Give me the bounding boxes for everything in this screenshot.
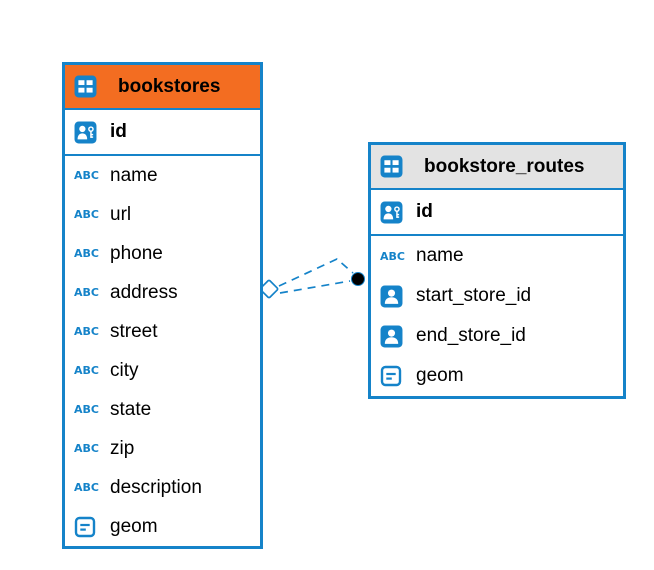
text-type-icon: ABC [74, 325, 99, 338]
column-label: id [416, 201, 433, 222]
column-label: city [110, 359, 139, 381]
column-row-name[interactable]: ABC name [65, 156, 260, 195]
foreign-key-icon [380, 325, 411, 348]
geometry-type-icon [74, 516, 105, 538]
foreign-key-icon [380, 285, 411, 308]
table-header-bookstores[interactable]: bookstores [65, 65, 260, 110]
column-label: zip [110, 437, 135, 459]
primary-key-icon [380, 201, 411, 224]
column-row-geom[interactable]: geom [371, 356, 623, 396]
column-label: description [110, 476, 202, 498]
text-type-icon: ABC [380, 249, 405, 263]
column-label: end_store_id [416, 325, 526, 346]
text-type-icon: ABC [74, 286, 99, 299]
relationship-dot-handle[interactable] [351, 272, 365, 286]
column-row-end-store-id[interactable]: end_store_id [371, 316, 623, 356]
column-label: geom [416, 365, 464, 386]
column-row-city[interactable]: ABC city [65, 351, 260, 390]
column-row-name[interactable]: ABC name [371, 236, 623, 276]
column-row-state[interactable]: ABC state [65, 390, 260, 429]
column-row-start-store-id[interactable]: start_store_id [371, 276, 623, 316]
table-bookstores[interactable]: bookstores id ABC name ABC url ABC phone… [62, 62, 263, 549]
column-label: url [110, 203, 132, 225]
column-row-url[interactable]: ABC url [65, 195, 260, 234]
column-row-geom[interactable]: geom [65, 507, 260, 546]
text-type-icon: ABC [74, 208, 99, 221]
geometry-type-icon [380, 365, 411, 387]
column-label: name [416, 245, 464, 266]
column-label: phone [110, 242, 163, 264]
column-label: start_store_id [416, 285, 532, 306]
column-row-id[interactable]: id [371, 190, 623, 236]
text-type-icon: ABC [74, 403, 99, 416]
column-label: state [110, 398, 152, 420]
text-type-icon: ABC [74, 442, 99, 455]
column-row-street[interactable]: ABC street [65, 312, 260, 351]
column-label: id [110, 121, 127, 142]
column-label: street [110, 320, 158, 342]
relationship-diamond-handle[interactable] [259, 279, 279, 299]
relationship-line-upper[interactable] [278, 257, 354, 287]
text-type-icon: ABC [74, 364, 99, 377]
table-icon [380, 155, 411, 178]
table-title: bookstore_routes [424, 155, 585, 177]
text-type-icon: ABC [74, 247, 99, 260]
column-row-zip[interactable]: ABC zip [65, 429, 260, 468]
column-label: geom [110, 515, 158, 537]
table-bookstore-routes[interactable]: bookstore_routes id ABC name start_store… [368, 142, 626, 399]
table-title: bookstores [118, 75, 221, 97]
column-row-description[interactable]: ABC description [65, 468, 260, 507]
primary-key-icon [74, 121, 105, 144]
table-icon [74, 75, 105, 98]
text-type-icon: ABC [74, 481, 99, 494]
text-type-icon: ABC [74, 169, 99, 182]
table-header-bookstore-routes[interactable]: bookstore_routes [371, 145, 623, 190]
column-row-phone[interactable]: ABC phone [65, 234, 260, 273]
column-label: address [110, 281, 178, 303]
column-row-id[interactable]: id [65, 110, 260, 156]
relationship-line-lower[interactable] [279, 280, 351, 294]
column-row-address[interactable]: ABC address [65, 273, 260, 312]
column-label: name [110, 164, 158, 186]
